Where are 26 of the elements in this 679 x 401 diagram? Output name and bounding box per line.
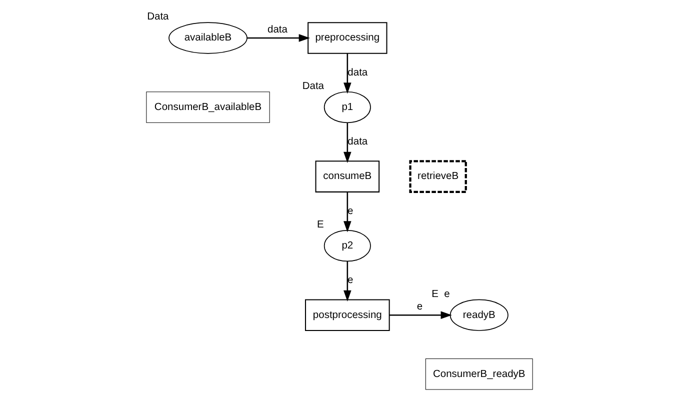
edge-label: data [348,136,368,148]
arrow [247,34,310,42]
edge-label: data [348,67,368,78]
node-box: consumeB [315,160,380,192]
node-label: E [317,220,324,231]
node-box: postprocessing [305,299,390,332]
arrow [344,54,352,94]
node-box: retrieveB [409,160,467,194]
edge-label: e [348,206,354,217]
node-ellipse: p1 [324,91,371,124]
arrow [389,311,452,319]
node-label: E e [432,288,450,300]
node-box: preprocessing [308,22,388,54]
node-label: Data [147,12,169,23]
arrow [344,122,352,164]
node-box: ConsumerB_readyB [425,358,533,390]
edge-label: e [416,302,423,313]
edge-label: data [268,24,288,36]
node-ellipse: availableB [168,22,248,54]
arrow [344,261,352,302]
edge-label: e [348,275,354,286]
node-ellipse: readyB [450,299,508,331]
node-label: Data [302,80,324,92]
arrow [344,192,352,232]
node-box: ConsumerB_availableB [146,92,270,123]
node-ellipse: p2 [324,230,371,262]
